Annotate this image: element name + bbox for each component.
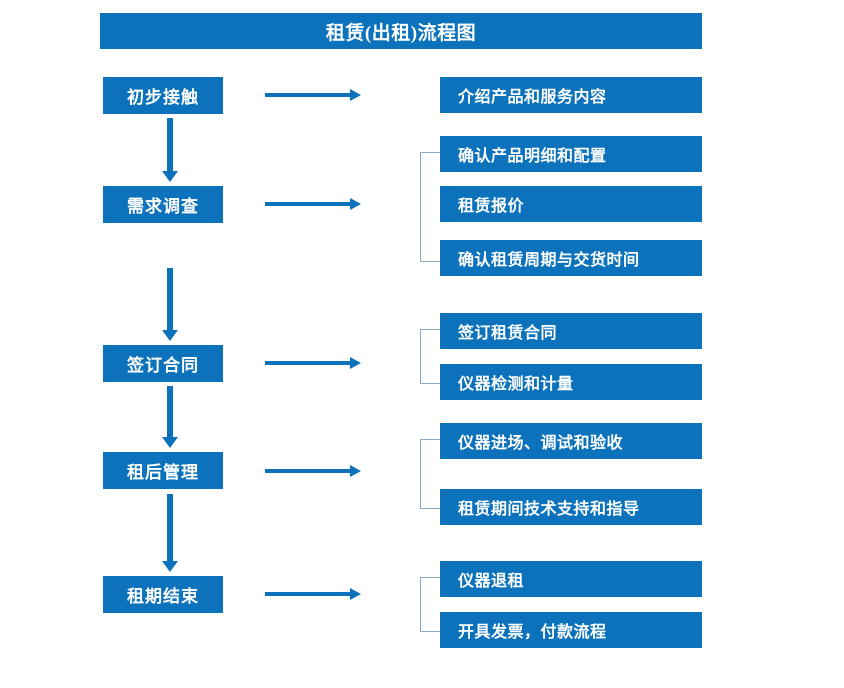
detail-box-confirm-product-spec-config[interactable]: 确认产品明细和配置 xyxy=(440,136,702,172)
stage-box-sign-contract[interactable]: 签订合同 xyxy=(103,345,223,382)
vertical-arrow-1 xyxy=(160,118,180,182)
stage-box-lease-end[interactable]: 租期结束 xyxy=(103,576,223,613)
arrow-shaft xyxy=(265,361,351,365)
arrow-shaft xyxy=(265,202,351,206)
arrow-head-down-icon xyxy=(162,171,178,182)
diagram-title: 租赁(出租)流程图 xyxy=(100,13,702,49)
stage-box-initial-contact[interactable]: 初步接触 xyxy=(103,77,223,114)
horizontal-arrow-2 xyxy=(265,196,361,212)
stage-box-needs-survey[interactable]: 需求调查 xyxy=(103,186,223,223)
horizontal-arrow-3 xyxy=(265,355,361,371)
detail-box-instrument-return[interactable]: 仪器退租 xyxy=(440,561,702,597)
group-bracket-needs-survey xyxy=(420,152,440,262)
arrow-shaft xyxy=(265,93,351,97)
arrow-head-down-icon xyxy=(162,561,178,572)
arrow-head-right-icon xyxy=(350,588,361,600)
arrow-shaft xyxy=(167,494,173,561)
group-bracket-sign-contract xyxy=(420,329,440,384)
detail-box-instrument-inspection-metrology[interactable]: 仪器检测和计量 xyxy=(440,364,702,400)
arrow-shaft xyxy=(167,118,173,171)
group-bracket-post-rental-management xyxy=(420,439,440,509)
vertical-arrow-2 xyxy=(160,268,180,341)
horizontal-arrow-1 xyxy=(265,87,361,103)
detail-box-rental-quotation[interactable]: 租赁报价 xyxy=(440,186,702,222)
group-bracket-lease-end xyxy=(420,577,440,632)
arrow-shaft xyxy=(265,469,351,473)
arrow-shaft xyxy=(167,386,173,437)
stage-box-post-rental-management[interactable]: 租后管理 xyxy=(103,452,223,489)
horizontal-arrow-5 xyxy=(265,586,361,602)
arrow-head-down-icon xyxy=(162,330,178,341)
horizontal-arrow-4 xyxy=(265,463,361,479)
arrow-head-right-icon xyxy=(350,198,361,210)
detail-box-instrument-delivery-commission-acceptance[interactable]: 仪器进场、调试和验收 xyxy=(440,423,702,459)
vertical-arrow-3 xyxy=(160,386,180,448)
detail-box-confirm-lease-period-delivery[interactable]: 确认租赁周期与交货时间 xyxy=(440,240,702,276)
arrow-shaft xyxy=(167,268,173,330)
detail-box-sign-lease-contract[interactable]: 签订租赁合同 xyxy=(440,313,702,349)
detail-box-introduce-products-services[interactable]: 介绍产品和服务内容 xyxy=(440,77,702,113)
detail-box-technical-support-during-lease[interactable]: 租赁期间技术支持和指导 xyxy=(440,489,702,525)
arrow-head-right-icon xyxy=(350,465,361,477)
detail-box-invoicing-payment-process[interactable]: 开具发票，付款流程 xyxy=(440,612,702,648)
arrow-head-right-icon xyxy=(350,357,361,369)
vertical-arrow-4 xyxy=(160,494,180,572)
arrow-head-right-icon xyxy=(350,89,361,101)
arrow-shaft xyxy=(265,592,351,596)
arrow-head-down-icon xyxy=(162,437,178,448)
